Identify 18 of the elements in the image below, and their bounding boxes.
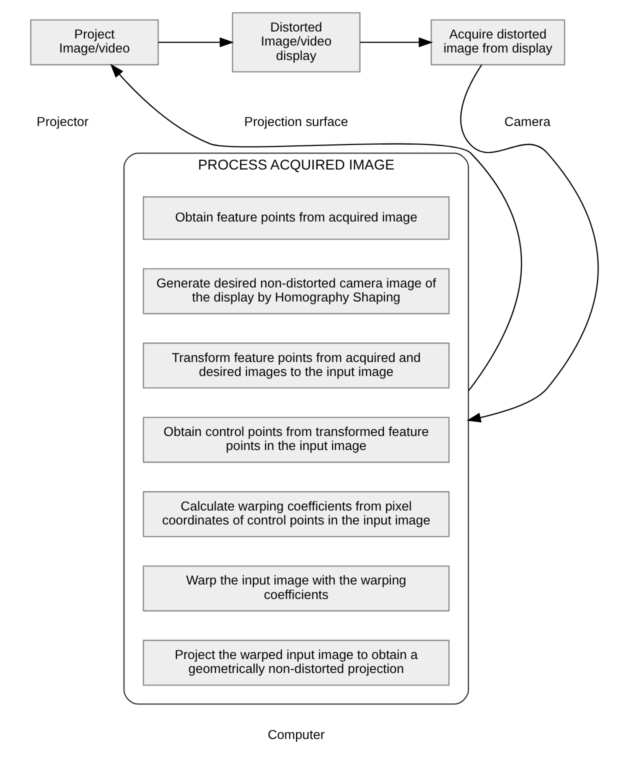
node-label: Computer	[268, 727, 325, 742]
node-box: Obtain feature points from acquired image	[142, 196, 450, 240]
node-box: Warp the input image with the warping coefficients	[142, 565, 450, 612]
node-box: Acquire distorted image from display	[430, 19, 566, 66]
arrow	[110, 64, 522, 392]
arrow	[360, 37, 433, 48]
node-box: Generate desired non-distorted camera image of the display by Homography Shaping	[142, 268, 450, 314]
node-box: Distorted Image/video display	[232, 12, 360, 72]
arrow	[460, 64, 599, 422]
node-box: Project the warped input image to obtain a geometrically non-distorted projection	[142, 640, 450, 686]
node-label: Camera	[504, 114, 550, 129]
node-box: Project Image/video	[30, 19, 159, 66]
node-box: Transform feature points from acquired and desired images to the input image	[142, 342, 450, 389]
node-label: Projector	[36, 114, 89, 129]
node-box: Calculate warping coefficients from pixel coordinates of control points in the input image	[142, 491, 450, 538]
node-box: Obtain control points from transformed feature points in the input image	[142, 416, 450, 463]
arrow	[158, 37, 234, 48]
node-label: Projection surface	[244, 114, 348, 129]
